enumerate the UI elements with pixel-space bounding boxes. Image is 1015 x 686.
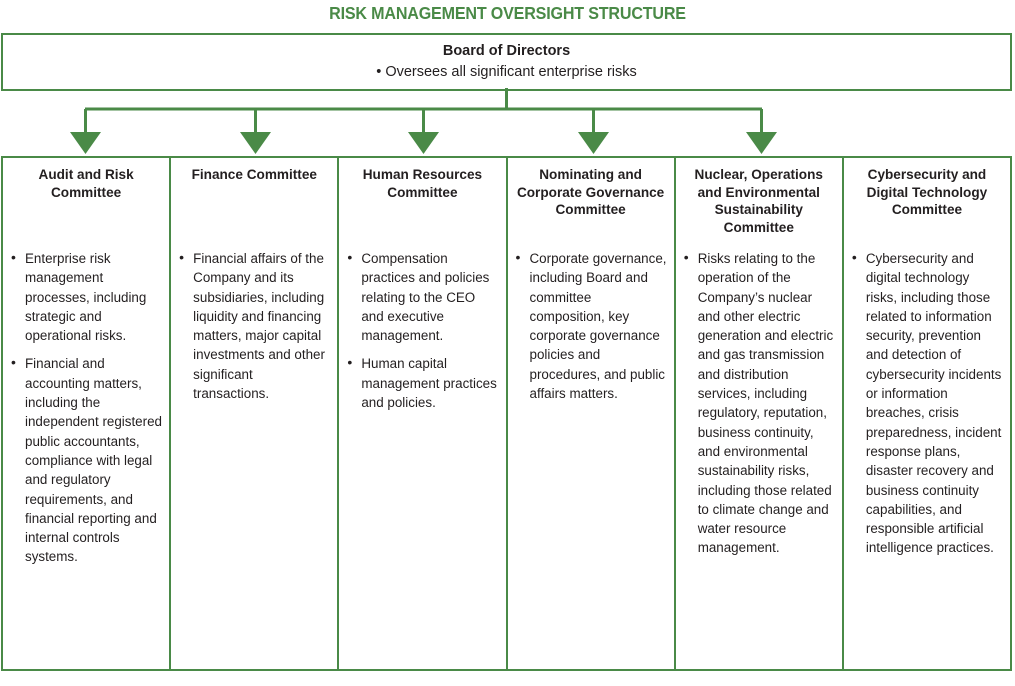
- committee-column-nuclear-operations-environmental-sustainability: Nuclear, Operations and Environmental Su…: [676, 158, 844, 669]
- committee-header: Finance Committee: [191, 167, 317, 182]
- committee-header: Nuclear, Operations and Environmental Su…: [694, 167, 823, 235]
- committee-column-audit-and-risk: Audit and Risk Committee Enterprise risk…: [3, 158, 172, 669]
- board-of-directors-bullet: • Oversees all significant enterprise ri…: [376, 64, 637, 80]
- committee-responsibility-list: Enterprise risk management processes, in…: [10, 248, 162, 567]
- down-arrow-icon-1: [70, 132, 101, 154]
- committee-responsibility-list: Risks relating to the operation of the C…: [683, 248, 835, 558]
- list-item: Human capital management practices and p…: [346, 353, 498, 412]
- down-arrow-icon-3: [408, 132, 439, 154]
- list-item: Financial and accounting matters, includ…: [10, 353, 162, 566]
- committee-header: Nominating and Corporate Governance Comm…: [516, 167, 665, 217]
- committee-grid: Audit and Risk Committee Enterprise risk…: [1, 156, 1012, 671]
- committee-responsibility-list: Corporate governance, including Board an…: [515, 248, 667, 403]
- committee-responsibility-list: Compensation practices and policies rela…: [346, 248, 498, 412]
- list-item: Corporate governance, including Board an…: [515, 248, 667, 403]
- list-item: Compensation practices and policies rela…: [346, 248, 498, 345]
- committee-column-human-resources: Human Resources Committee Compensation p…: [339, 158, 508, 669]
- committee-responsibility-list: Cybersecurity and digital technology ris…: [851, 248, 1003, 558]
- board-of-directors-title: Board of Directors: [442, 43, 571, 59]
- committee-header: Audit and Risk Committee: [38, 167, 134, 200]
- connector-lines: [70, 88, 777, 154]
- committee-header: Human Resources Committee: [362, 167, 483, 200]
- list-item: Cybersecurity and digital technology ris…: [851, 248, 1003, 558]
- down-arrow-icon-5: [746, 132, 777, 154]
- committee-column-cybersecurity-and-digital-technology: Cybersecurity and Digital Technology Com…: [844, 158, 1010, 669]
- list-item: Enterprise risk management processes, in…: [10, 248, 162, 345]
- committee-column-nominating-and-corporate-governance: Nominating and Corporate Governance Comm…: [508, 158, 676, 669]
- board-of-directors-box: Board of Directors • Oversees all signif…: [1, 33, 1012, 91]
- list-item: Risks relating to the operation of the C…: [683, 248, 835, 558]
- down-arrow-icon-2: [240, 132, 271, 154]
- committee-header: Cybersecurity and Digital Technology Com…: [866, 167, 988, 217]
- page-title: RISK MANAGEMENT OVERSIGHT STRUCTURE: [329, 3, 686, 23]
- committee-responsibility-list: Financial affairs of the Company and its…: [178, 248, 330, 403]
- list-item: Financial affairs of the Company and its…: [178, 248, 330, 403]
- down-arrow-icon-4: [578, 132, 609, 154]
- committee-column-finance: Finance Committee Financial affairs of t…: [171, 158, 340, 669]
